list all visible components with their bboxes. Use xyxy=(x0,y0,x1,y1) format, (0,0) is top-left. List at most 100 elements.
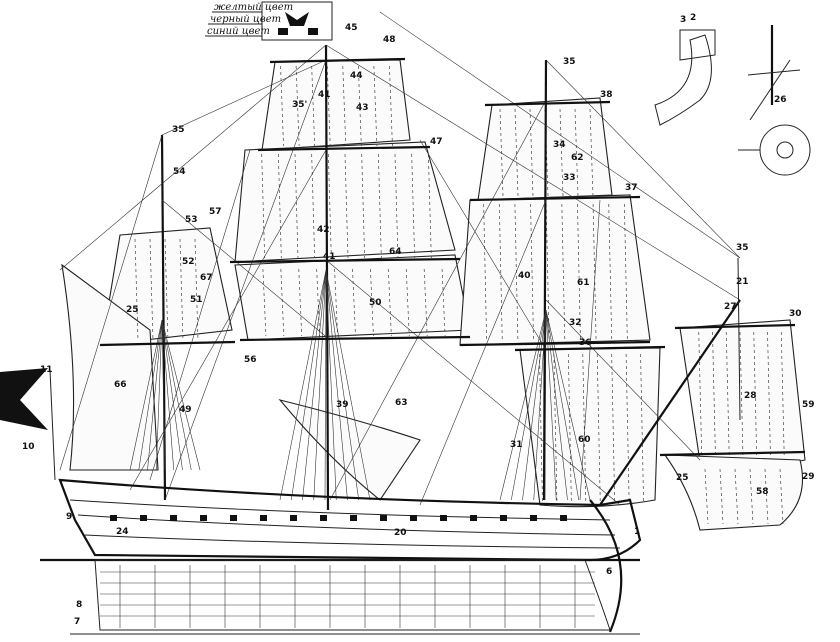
shroud xyxy=(324,269,327,501)
callout-label: 21 xyxy=(736,277,749,287)
fore-mast xyxy=(542,59,548,501)
yard xyxy=(239,335,471,342)
sail-seam xyxy=(298,268,303,337)
gunport xyxy=(260,515,267,521)
rigging-line xyxy=(325,259,621,506)
callout-label: 43 xyxy=(356,103,369,113)
callout-label: 41 xyxy=(323,252,336,262)
sail-seam xyxy=(334,268,338,337)
shroud xyxy=(325,269,337,501)
sail-seam xyxy=(514,108,519,197)
sail-seam xyxy=(370,268,374,337)
stern-ensign xyxy=(0,368,48,430)
rigging-line xyxy=(161,59,327,136)
sail-seam xyxy=(326,65,331,147)
sail-seam xyxy=(149,238,154,342)
sail-seam xyxy=(262,268,267,337)
callout-label: 10 xyxy=(22,442,35,452)
gunport xyxy=(470,515,477,521)
shroud xyxy=(161,319,175,471)
gunport xyxy=(560,515,567,521)
callout-label: 61 xyxy=(577,278,590,288)
callout-label: 28 xyxy=(744,391,757,401)
sail-seam xyxy=(514,203,519,342)
sail-seam xyxy=(574,108,579,197)
callout-label: 44 xyxy=(350,71,363,81)
sail-seam xyxy=(377,153,382,259)
sail-seam xyxy=(559,108,564,197)
sail-seam xyxy=(441,268,446,337)
callout-label: 33 xyxy=(563,173,576,183)
sail-seam xyxy=(592,203,597,342)
sail-seam xyxy=(373,65,378,147)
callout-label: 8 xyxy=(76,600,82,610)
rigging-line xyxy=(59,44,327,271)
shroud xyxy=(129,319,163,471)
sail-seam xyxy=(567,353,572,502)
main-course xyxy=(234,254,471,341)
callout-label: 64 xyxy=(389,247,402,257)
sail-seam xyxy=(164,238,169,342)
legend-blue: синий цвет xyxy=(207,26,270,37)
shroud xyxy=(544,309,547,501)
sail-seam xyxy=(411,153,416,259)
callout-label: 6 xyxy=(606,567,612,577)
yard xyxy=(469,195,641,202)
gunport xyxy=(170,515,177,521)
callout-label: 35 xyxy=(563,57,576,67)
sail-seam xyxy=(483,203,487,342)
callout-label: 35' xyxy=(292,100,307,110)
sail-seam xyxy=(625,353,630,502)
shroud xyxy=(545,309,591,501)
gunport xyxy=(410,515,417,521)
callout-label: 1 xyxy=(634,527,640,537)
rigging-line xyxy=(149,149,251,481)
sail-seam xyxy=(357,65,362,147)
sail-seam-lines xyxy=(134,65,785,525)
callout-label: 63 xyxy=(395,398,408,408)
yard xyxy=(484,100,611,107)
main-flag: желтый цвет черный цвет синий цвет xyxy=(205,1,333,41)
spritsail xyxy=(663,454,804,531)
shroud xyxy=(499,309,547,501)
callout-label: 57 xyxy=(209,207,222,217)
sail-seam xyxy=(387,268,392,337)
ensign-staff xyxy=(49,369,56,481)
sail-seam xyxy=(134,238,139,342)
sail-seam xyxy=(389,65,393,147)
gunport xyxy=(200,515,207,521)
yard xyxy=(229,257,461,264)
callout-label: 56 xyxy=(244,355,257,365)
rigging-line xyxy=(419,139,547,351)
sail-seam xyxy=(327,153,332,259)
callout-label: 34 xyxy=(553,140,566,150)
callout-label: 51 xyxy=(190,295,203,305)
deadeye-detail xyxy=(759,124,811,176)
sail-seam xyxy=(311,65,316,147)
gunport xyxy=(230,515,237,521)
shroud xyxy=(533,309,547,501)
yard xyxy=(659,450,806,457)
gunport xyxy=(110,515,117,521)
shroud xyxy=(279,269,327,501)
shroud xyxy=(325,269,348,501)
yard xyxy=(514,345,666,352)
sail-seam xyxy=(596,353,601,502)
callout-label: 11 xyxy=(40,365,53,375)
callout-label: 53 xyxy=(185,215,198,225)
callout-label: 54 xyxy=(173,167,186,177)
callout-label: 25 xyxy=(126,305,139,315)
sails xyxy=(61,59,806,531)
callout-label: 45 xyxy=(345,23,358,33)
sail-seam xyxy=(577,203,581,342)
sail-seam xyxy=(295,65,300,147)
callout-label: 25 xyxy=(676,473,689,483)
callout-label: 52 xyxy=(182,257,195,267)
shroud xyxy=(545,309,557,501)
staysail xyxy=(278,399,421,501)
sail-seam xyxy=(553,353,558,502)
sail-seam xyxy=(624,203,628,342)
legend-black: черный цвет xyxy=(210,14,281,25)
